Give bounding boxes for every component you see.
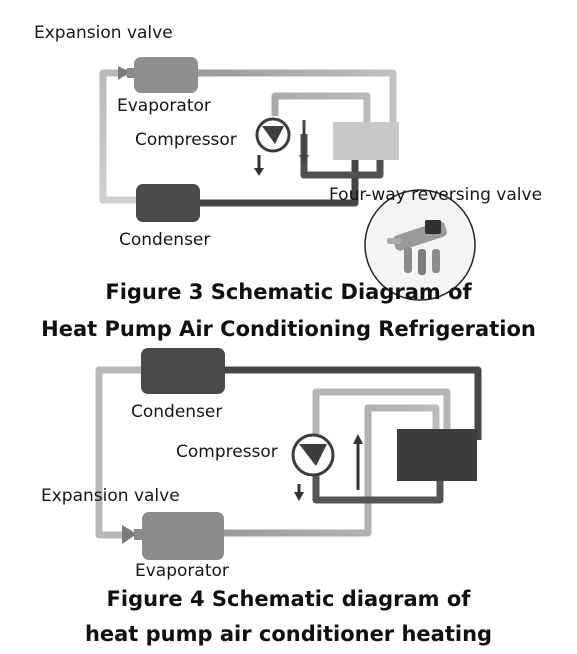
condenser-coil xyxy=(141,348,225,394)
figure-3-diagram xyxy=(99,57,476,301)
four-way-valve-photo xyxy=(364,189,476,301)
label-compressor: Compressor xyxy=(176,442,278,462)
figure-4-diagram xyxy=(95,348,482,560)
figure-3-caption-line1: Figure 3 Schematic Diagram of xyxy=(105,280,472,304)
fig3-left-pipe xyxy=(99,69,138,204)
label-evaporator: Evaporator xyxy=(135,561,229,581)
four-way-valve-body xyxy=(397,429,477,481)
fig4-dark-pipe xyxy=(312,470,444,504)
condenser-coil xyxy=(136,184,200,222)
label-expansion-valve: Expansion valve xyxy=(41,486,180,506)
figure-3-caption-line2: Heat Pump Air Conditioning Refrigeration xyxy=(41,317,536,341)
label-expansion-valve: Expansion valve xyxy=(34,23,173,43)
label-condenser: Condenser xyxy=(119,230,211,250)
expansion-valve-body xyxy=(127,68,135,78)
expansion-valve-icon xyxy=(122,525,137,544)
label-compressor: Compressor xyxy=(135,130,237,150)
label-condenser: Condenser xyxy=(131,402,223,422)
evaporator-coil xyxy=(142,512,224,560)
label-four-way-reversing-valve: Four-way reversing valve xyxy=(329,185,543,205)
fig4-bottom-pipe xyxy=(222,404,440,537)
four-way-valve-body xyxy=(333,122,399,160)
fig4-left-pipe xyxy=(95,366,141,539)
expansion-valve-icon xyxy=(118,66,130,80)
label-evaporator: Evaporator xyxy=(117,96,211,116)
evaporator-coil xyxy=(134,57,198,93)
fig4-top-pipe xyxy=(225,366,482,440)
expansion-valve-body xyxy=(134,529,143,540)
figure-4-caption-line2: heat pump air conditioner heating xyxy=(84,622,493,646)
figure-4-caption-line1: Figure 4 Schematic diagram of xyxy=(106,587,471,611)
